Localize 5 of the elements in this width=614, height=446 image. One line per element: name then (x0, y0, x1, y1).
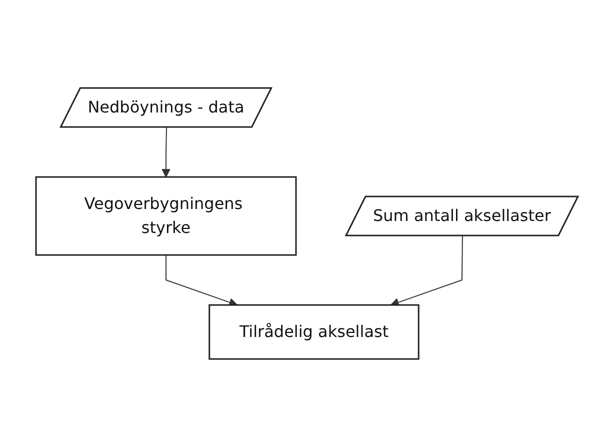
node-box: Vegoverbygningens styrke (35, 176, 297, 256)
arrow (166, 254, 238, 306)
node-box: Tilrådelig aksellast (208, 304, 420, 360)
arrow (162, 126, 170, 177)
arrow (390, 235, 463, 306)
